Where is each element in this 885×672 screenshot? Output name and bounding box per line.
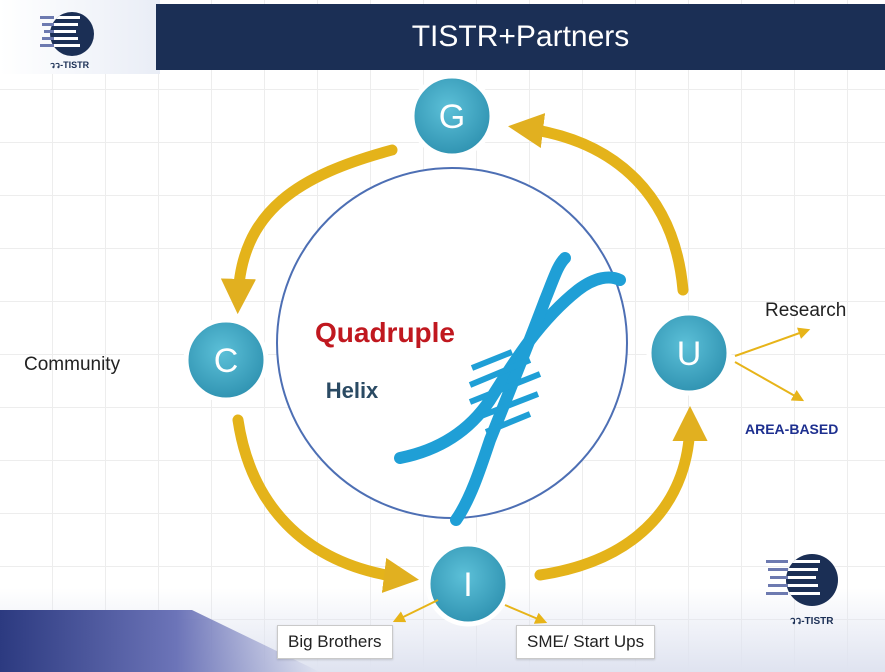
arrow-g-to-c (220, 144, 398, 315)
node-c-circle (183, 317, 269, 403)
node-i-circle (425, 541, 511, 627)
node-g-circle (409, 73, 495, 159)
tistr-footer-logo-icon (766, 554, 838, 606)
page-title: TISTR+Partners (411, 20, 630, 53)
node-g-label: G (439, 98, 465, 136)
node-u-circle (646, 310, 732, 396)
node-i-label: I (463, 566, 472, 604)
helix-label: Helix (326, 378, 379, 403)
header-bar (156, 4, 885, 70)
arrow-u-to-area-based (734, 361, 805, 402)
arrow-i-to-big-brothers (392, 599, 439, 623)
arrow-u-to-research (734, 327, 811, 357)
big-brothers-label: Big Brothers (277, 625, 393, 659)
footer-logo-text: วว-TISTR (790, 616, 834, 627)
sme-start-ups-label: SME/ Start Ups (516, 625, 656, 659)
community-label: Community (24, 354, 121, 375)
node-u-label: U (677, 335, 702, 373)
arrow-u-to-g (508, 113, 689, 296)
area-based-label: AREA-BASED (745, 421, 838, 437)
tistr-logo-icon (40, 12, 94, 56)
arrow-i-to-sme (504, 604, 548, 624)
arrow-i-to-u (534, 405, 708, 581)
research-label: Research (765, 300, 846, 321)
quadruple-label: Quadruple (315, 317, 455, 348)
node-c-label: C (214, 342, 239, 380)
header-logo-text: วว-TISTR (50, 60, 90, 70)
dna-helix-icon (394, 252, 626, 526)
arrow-c-to-i (232, 414, 419, 593)
